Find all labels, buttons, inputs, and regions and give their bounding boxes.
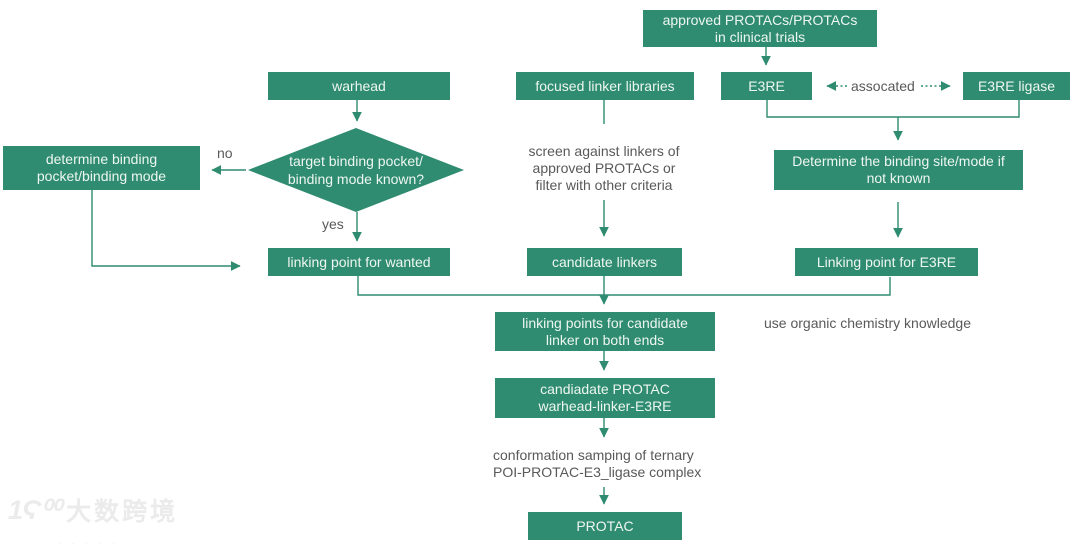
node-protac: PROTAC — [528, 512, 682, 540]
watermark-text: 大数跨境 — [66, 498, 179, 526]
watermark-logo-icon: 1Ϛ⁰⁰ — [8, 494, 61, 525]
label-yes: yes — [322, 216, 344, 232]
node-determine-binding-pocket: determine binding pocket/binding mode — [3, 146, 200, 190]
node-linking-point-e3re: Linking point for E3RE — [795, 248, 978, 276]
edge-merge-bracket — [357, 276, 891, 296]
edge-e3re-bracket — [766, 100, 1020, 118]
node-e3re-ligase: E3RE ligase — [963, 72, 1070, 100]
watermark-subtext: · · · · · — [58, 538, 119, 544]
label-use-organic-chemistry: use organic chemistry knowledge — [764, 315, 971, 331]
label-no: no — [217, 145, 233, 161]
node-candidate-protac: candiadate PROTAC warhead-linker-E3RE — [495, 378, 715, 418]
node-e3re: E3RE — [721, 72, 812, 100]
node-approved-protacs: approved PROTACs/PROTACs in clinical tri… — [643, 10, 877, 47]
edge-pocket-to-linking-wanted — [91, 190, 241, 271]
label-assocated: assocated — [851, 78, 915, 94]
node-warhead: warhead — [268, 72, 450, 100]
label-screen-against-linkers: screen against linkers of approved PROTA… — [528, 143, 680, 193]
watermark: 1Ϛ⁰⁰ 大数跨境 — [8, 492, 178, 528]
node-linking-points-candidate: linking points for candidate linker on b… — [495, 312, 715, 351]
label-conformation-sampling: conformation samping of ternary POI-PROT… — [493, 447, 702, 480]
node-focused-linker-libraries: focused linker libraries — [516, 72, 694, 100]
node-candidate-linkers: candidate linkers — [527, 248, 682, 276]
node-determine-binding-site: Determine the binding site/mode if not k… — [774, 150, 1023, 190]
node-linking-point-wanted: linking point for wanted — [268, 248, 450, 276]
